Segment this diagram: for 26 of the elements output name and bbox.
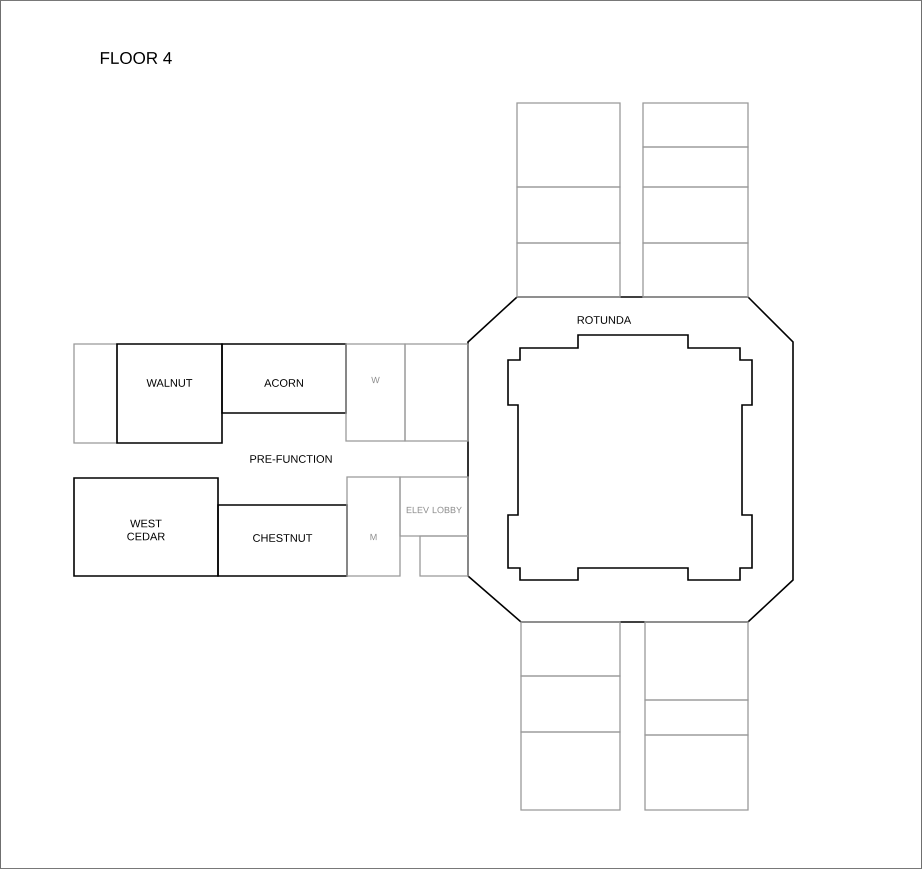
room xyxy=(644,734,749,811)
room xyxy=(516,186,621,244)
room xyxy=(73,343,118,444)
room xyxy=(516,242,621,298)
room xyxy=(644,621,749,701)
room: ELEV LOBBY xyxy=(399,476,469,537)
room: M xyxy=(346,476,401,577)
room: ACORN xyxy=(221,343,347,414)
room xyxy=(642,242,749,298)
room xyxy=(644,699,749,736)
room: W xyxy=(345,343,406,442)
area-label: ROTUNDA xyxy=(578,316,632,324)
room: WALNUT xyxy=(116,343,223,444)
room xyxy=(642,186,749,244)
floor-title: FLOOR 4 xyxy=(100,52,172,64)
room xyxy=(520,675,621,733)
room xyxy=(520,731,621,811)
room xyxy=(516,102,621,188)
room xyxy=(642,102,749,148)
room: WEST CEDAR xyxy=(73,477,219,577)
room xyxy=(642,146,749,188)
room xyxy=(404,343,469,442)
area-label: PRE-FUNCTION xyxy=(250,455,332,463)
room xyxy=(520,621,621,677)
room: CHESTNUT xyxy=(217,504,348,577)
room xyxy=(419,535,469,577)
